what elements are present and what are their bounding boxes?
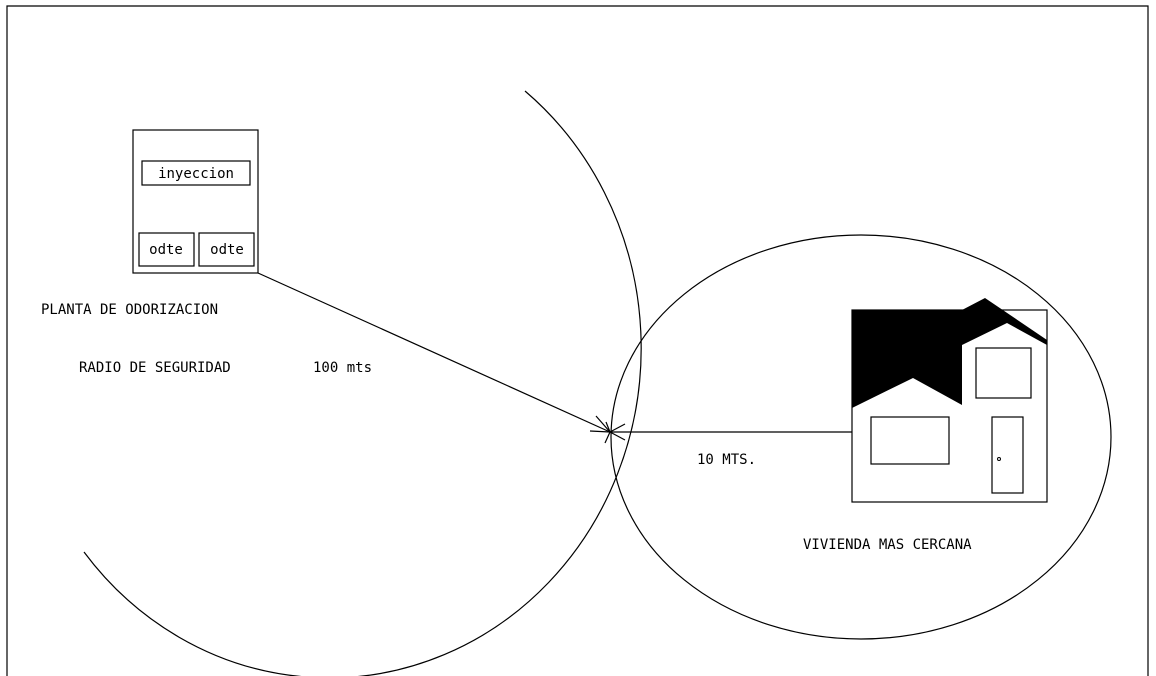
distance-label: 10 MTS. [697,452,756,468]
house-upper-window [976,348,1031,398]
injection-label: inyeccion [158,166,234,182]
nearest-house [852,298,1047,502]
radius-line [258,273,610,432]
odorization-plant: inyeccion odte odte [133,130,258,273]
safety-radius-label: RADIO DE SEGURIDAD [79,360,231,376]
odte-right-label: odte [210,242,244,258]
odte-left-label: odte [149,242,183,258]
house-door [992,417,1023,493]
safety-radius-value: 100 mts [313,360,372,376]
house-lower-window [871,417,949,464]
house-label: VIVIENDA MAS CERCANA [803,537,972,553]
plant-title: PLANTA DE ODORIZACION [41,302,218,318]
